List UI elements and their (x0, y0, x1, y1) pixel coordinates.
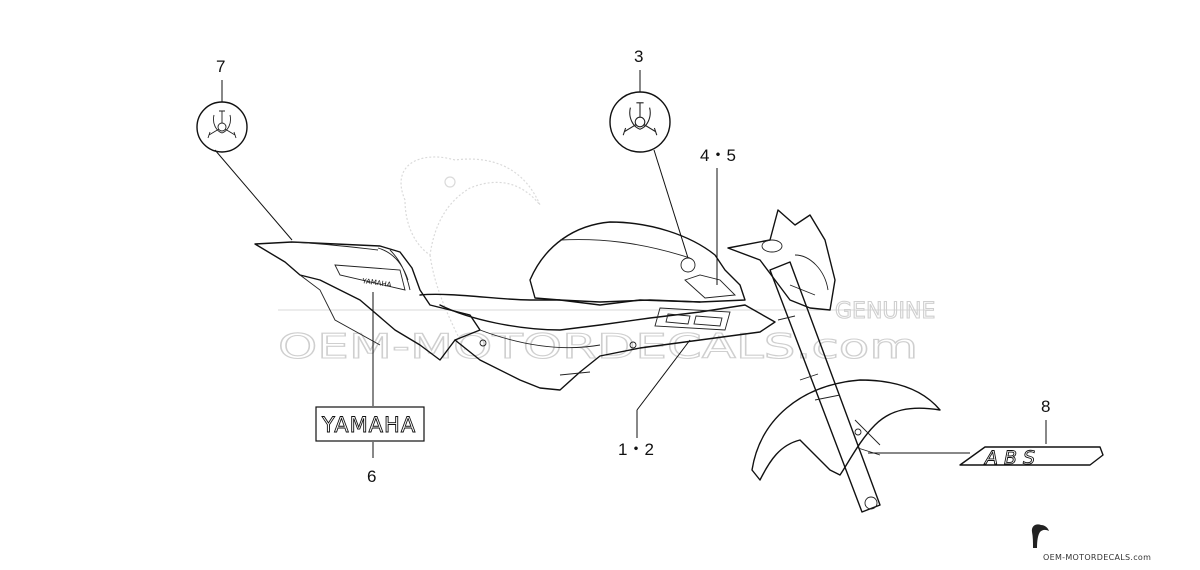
callout-8: 8 (1041, 397, 1050, 416)
toucan-logo-icon (400, 156, 541, 351)
emblem-3: 3 (609, 47, 689, 259)
footer-site-text: OEM-MOTORDECALS.com (1043, 553, 1151, 562)
callout-7: 7 (216, 57, 225, 76)
abs-decal-text: ABS (983, 447, 1041, 469)
emblem-7: 7 (196, 57, 293, 241)
tuning-fork-emblem-icon (622, 102, 658, 136)
motorcycle-body: YAMAHA (254, 221, 776, 391)
footer-logo: OEM-MOTORDECALS.com (1031, 524, 1151, 562)
tuning-fork-emblem-icon (207, 110, 237, 139)
toucan-logo-icon (1031, 524, 1049, 548)
callout-6: 6 (367, 467, 376, 486)
watermark-genuine: GENUINE (835, 299, 935, 324)
watermark-site: OEM-MOTORDECALS.com (278, 327, 918, 367)
callout-1-2: 1・2 (618, 440, 654, 459)
decal-6: YAMAHA 6 (315, 292, 425, 486)
yamaha-decal-text: YAMAHA (321, 413, 416, 437)
front-assembly (727, 209, 941, 513)
tail-decal-text: YAMAHA (361, 277, 392, 289)
callout-4-5: 4・5 (700, 146, 736, 165)
watermark: GENUINE OEM-MOTORDECALS.com (277, 156, 936, 368)
callout-3: 3 (634, 47, 643, 66)
decal-8: ABS 8 (868, 397, 1104, 469)
